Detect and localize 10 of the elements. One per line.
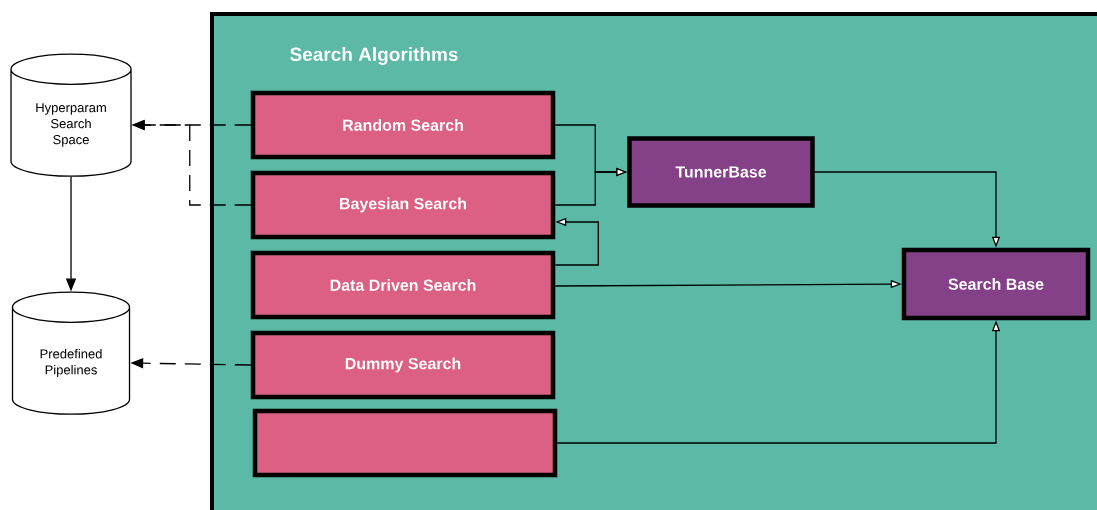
class-box bbox=[252, 408, 558, 478]
class-box: Search Base bbox=[901, 247, 1091, 321]
database-cylinder: Predefined Pipelines bbox=[11, 291, 131, 415]
class-box: Bayesian Search bbox=[250, 170, 556, 240]
class-box: Random Search bbox=[250, 90, 556, 160]
database-cylinder: Hyperparam Search Space bbox=[10, 53, 132, 177]
panel-title: Search Algorithms bbox=[290, 47, 458, 65]
class-box: Data Driven Search bbox=[250, 250, 556, 320]
class-box: Dummy Search bbox=[250, 330, 556, 400]
class-box: TunnerBase bbox=[627, 136, 815, 208]
